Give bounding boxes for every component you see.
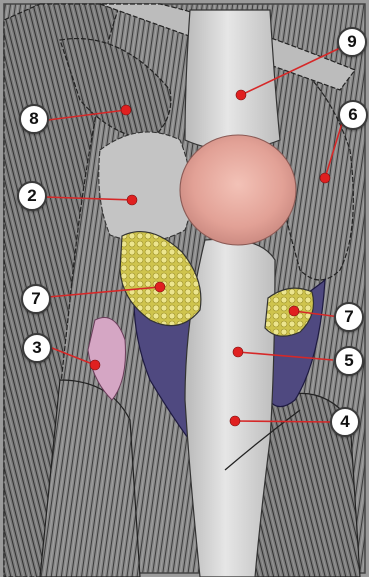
callout-badge: 6 <box>338 100 368 130</box>
callout-badge: 7 <box>334 302 364 332</box>
callout-badge: 9 <box>337 27 367 57</box>
callout-badge: 4 <box>330 407 360 437</box>
callout-badge: 7 <box>21 284 51 314</box>
callout-badge: 8 <box>19 104 49 134</box>
callout-badge: 3 <box>22 333 52 363</box>
callout-badge: 2 <box>17 181 47 211</box>
callout-badge: 5 <box>334 346 364 376</box>
